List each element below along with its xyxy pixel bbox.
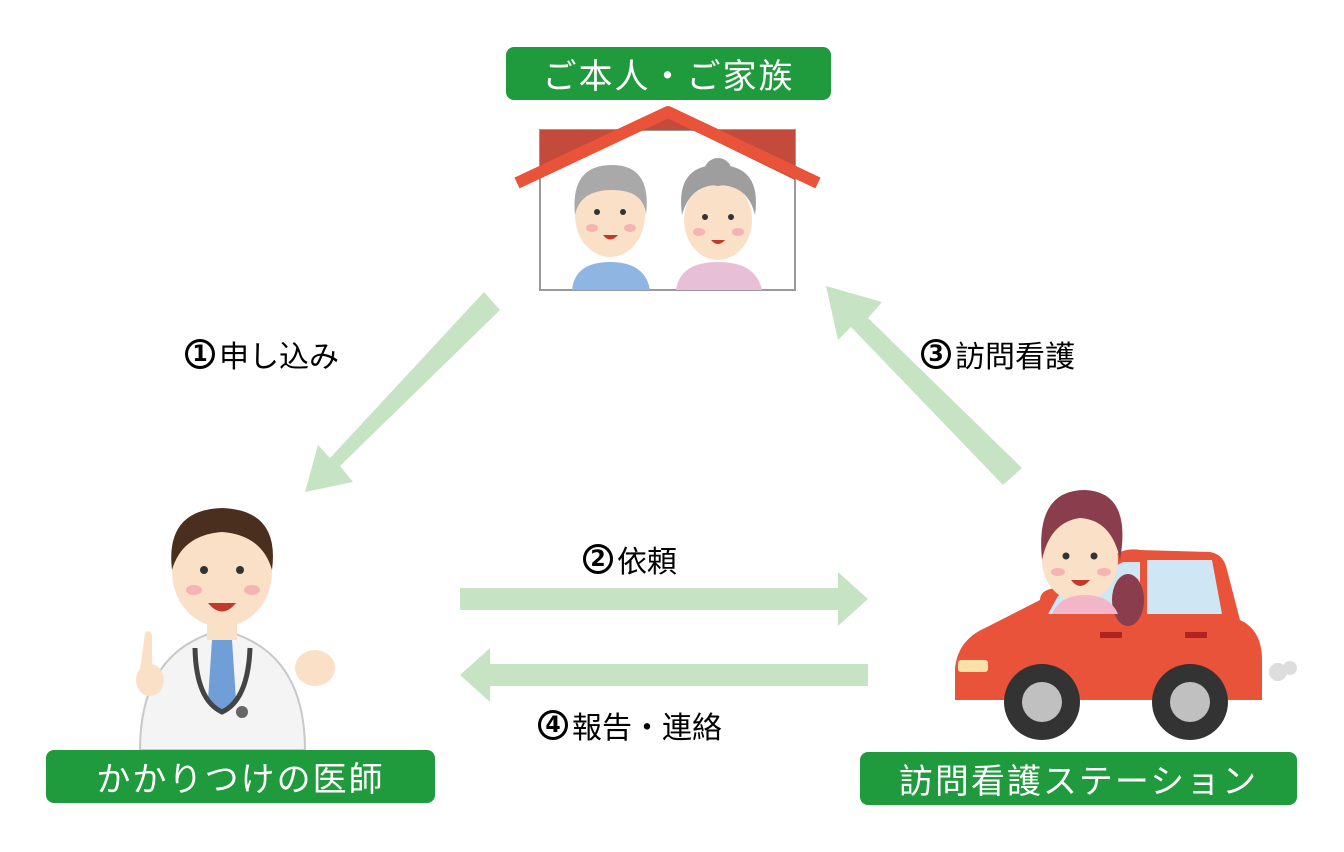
nurse-car-illustration [955, 490, 1297, 740]
house-elderly-couple-illustration [514, 106, 821, 291]
step-number-badge: 4 [538, 710, 568, 740]
step-number-badge: 2 [583, 544, 613, 574]
step-text: 依頼 [617, 545, 677, 580]
step-number-badge: 3 [921, 339, 951, 369]
doctor-illustration [136, 508, 335, 751]
station-label: 訪問看護ステーション [860, 752, 1297, 805]
step-number-badge: 1 [185, 339, 215, 369]
step-text: 申し込み [219, 340, 339, 375]
step-application-label: 1 申し込み [185, 332, 339, 376]
arrow-report [460, 648, 868, 702]
step-visit-nursing-label: 3 訪問看護 [921, 332, 1075, 376]
arrow-visit-nursing [826, 286, 1022, 485]
family-label: ご本人・ご家族 [506, 47, 831, 100]
step-text: 報告・連絡 [572, 711, 722, 746]
arrow-request [460, 572, 868, 626]
arrow-application [305, 292, 500, 492]
step-report-label: 4 報告・連絡 [538, 703, 722, 747]
step-request-label: 2 依頼 [583, 537, 677, 581]
doctor-label: かかりつけの医師 [46, 750, 435, 803]
step-text: 訪問看護 [955, 340, 1075, 375]
